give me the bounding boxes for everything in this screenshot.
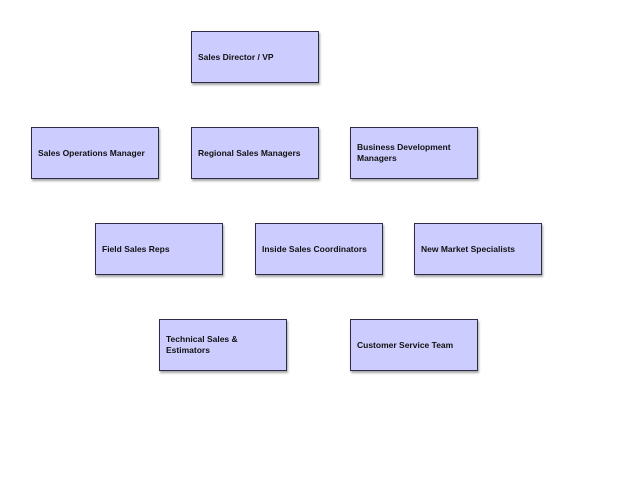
- node-label: Regional Sales Managers: [198, 147, 301, 158]
- node-label: Inside Sales Coordinators: [262, 243, 367, 254]
- node-customer-service-team[interactable]: Customer Service Team: [350, 319, 478, 371]
- node-new-market-specialists[interactable]: New Market Specialists: [414, 223, 542, 275]
- node-label: Sales Operations Manager: [38, 147, 145, 158]
- node-label: New Market Specialists: [421, 243, 516, 254]
- node-label: Customer Service Team: [357, 339, 454, 350]
- node-sales-director[interactable]: Sales Director / VP: [191, 31, 319, 83]
- node-label: Business Development Managers: [357, 142, 451, 163]
- node-label: Technical Sales & Estimators: [166, 334, 238, 355]
- node-label: Sales Director / VP: [198, 51, 274, 62]
- node-inside-sales-coordinators[interactable]: Inside Sales Coordinators: [255, 223, 383, 275]
- node-field-sales-reps[interactable]: Field Sales Reps: [95, 223, 223, 275]
- node-technical-sales-estimators[interactable]: Technical Sales & Estimators: [159, 319, 287, 371]
- node-regional-sales-managers[interactable]: Regional Sales Managers: [191, 127, 319, 179]
- node-sales-operations-manager[interactable]: Sales Operations Manager: [31, 127, 159, 179]
- node-business-development-managers[interactable]: Business Development Managers: [350, 127, 478, 179]
- node-label: Field Sales Reps: [102, 243, 170, 254]
